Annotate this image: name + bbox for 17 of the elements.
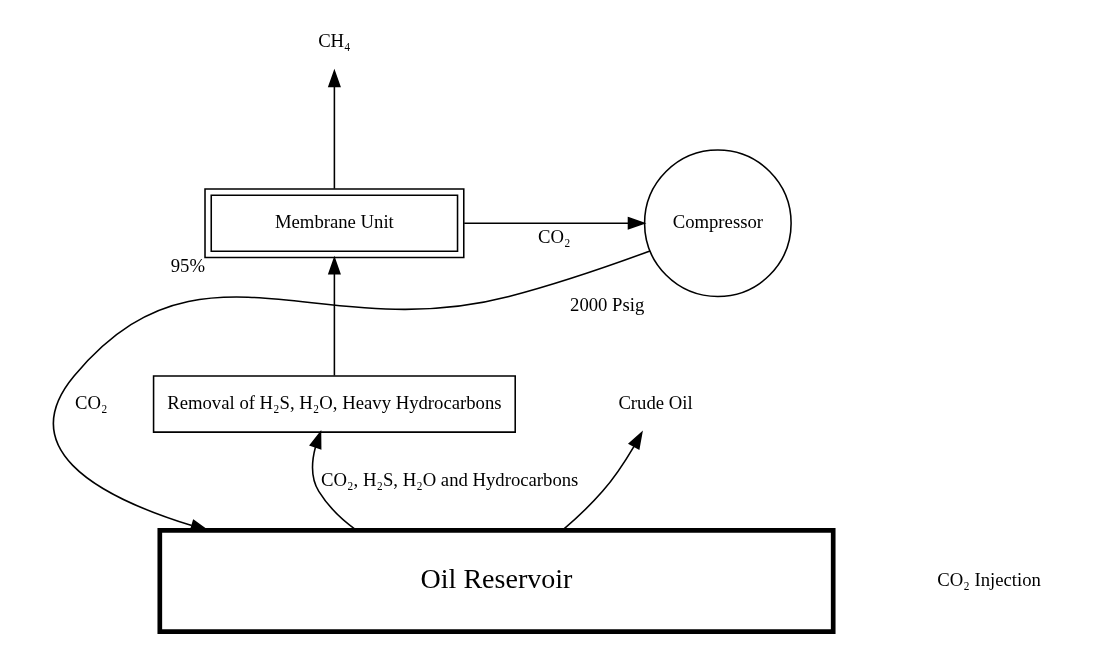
- arrow: [327, 68, 341, 190]
- node-text: CH₄: [318, 30, 351, 52]
- arrow: [309, 429, 357, 531]
- node-box: Oil Reservoir: [157, 528, 836, 634]
- node-label: 2000 Psig: [570, 294, 645, 316]
- edge-label: CO₂: [74, 391, 108, 413]
- node-text: Crude Oil: [618, 391, 693, 413]
- node-box: Membrane Unit: [204, 188, 465, 259]
- node-circle: Compressor: [643, 149, 792, 298]
- label: CO₂ Injection: [937, 568, 1041, 590]
- node-label: 95%: [170, 255, 205, 277]
- edge-label: CO₂, H₂S, H₂O and Hydrocarbons: [321, 469, 579, 491]
- arrow: [463, 216, 647, 230]
- edge-label: CO₂: [537, 225, 571, 247]
- node-box: Removal of H₂S, H₂O, Heavy Hydrocarbons: [152, 375, 516, 433]
- arrow: [562, 430, 643, 531]
- arrow: [327, 255, 341, 377]
